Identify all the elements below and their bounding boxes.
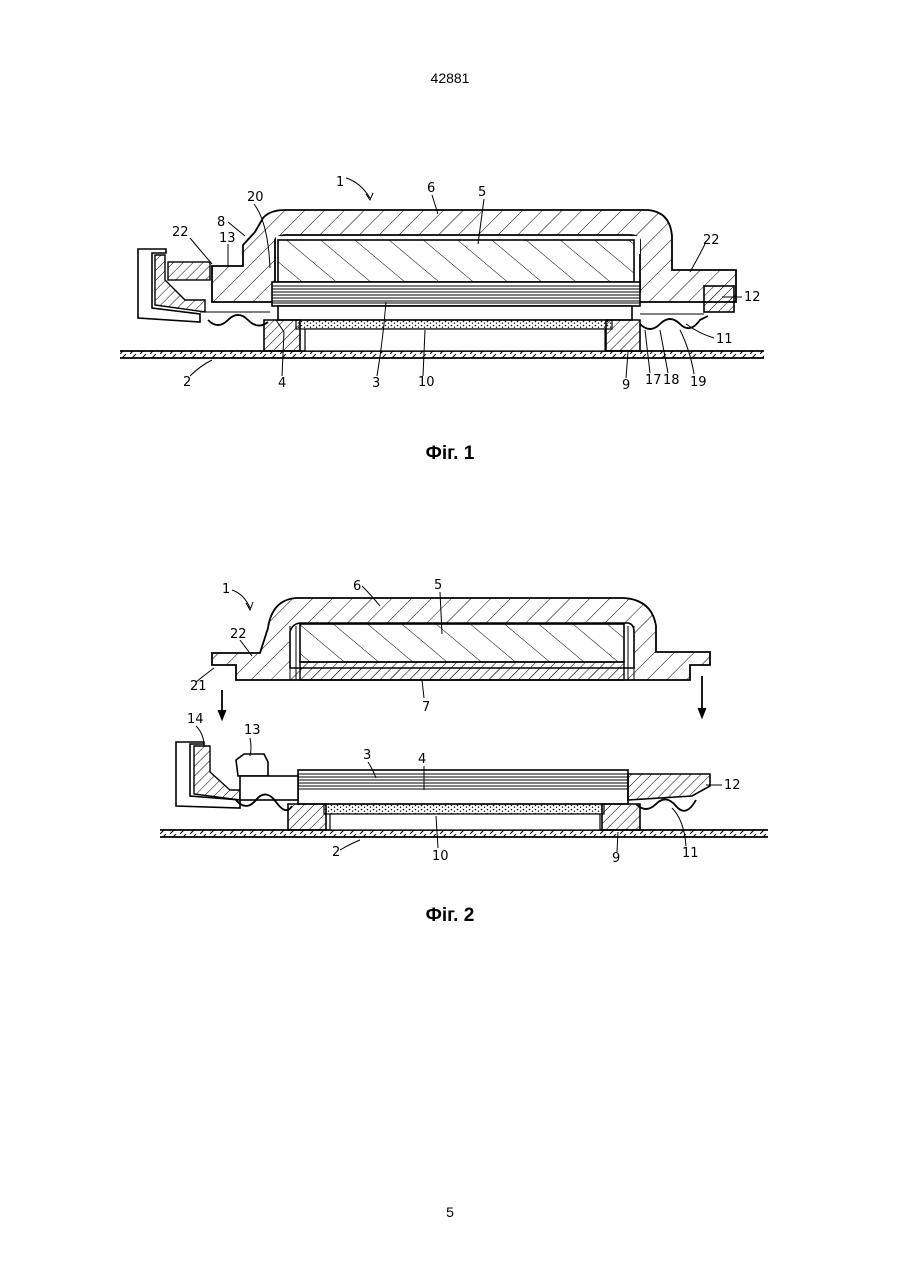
label: 13 (244, 723, 261, 738)
label: 11 (682, 846, 699, 861)
label: 22 (703, 233, 720, 248)
right-clip (704, 286, 734, 312)
seal-right (640, 316, 708, 329)
bottom-layer (300, 662, 624, 680)
label: 18 (663, 373, 680, 388)
clip (236, 754, 268, 776)
label: 10 (432, 849, 449, 864)
label: 14 (187, 712, 204, 727)
page-number: 5 (0, 1204, 900, 1220)
label: 22 (230, 627, 247, 642)
label: 13 (219, 231, 236, 246)
label: 4 (278, 376, 286, 391)
base-plate (120, 351, 764, 358)
label: 19 (690, 375, 707, 390)
adhesive-layer (296, 320, 612, 329)
support-left (288, 804, 326, 830)
label: 5 (478, 185, 486, 200)
label: 9 (622, 378, 630, 393)
base-plate (160, 830, 768, 837)
label: 7 (422, 700, 430, 715)
insert-block (278, 240, 634, 282)
plate (278, 306, 632, 320)
figure-1-caption: Фіг. 1 (0, 443, 900, 465)
label: 12 (744, 290, 761, 305)
lamination-stack (272, 282, 640, 306)
label: 21 (190, 679, 207, 694)
label: 8 (217, 215, 225, 230)
support-left (264, 320, 300, 351)
label: 11 (716, 332, 733, 347)
lamination-stack (298, 770, 628, 804)
label: 3 (372, 376, 380, 391)
seal-right (636, 799, 696, 810)
label: 10 (418, 375, 435, 390)
adhesive-layer (324, 804, 604, 814)
support-right (602, 804, 640, 830)
label: 17 (645, 373, 662, 388)
label: 22 (172, 225, 189, 240)
figure-1 (120, 210, 764, 358)
figure-2-caption: Фіг. 2 (0, 905, 900, 927)
label: 6 (353, 579, 361, 594)
label: 2 (332, 845, 340, 860)
label: 20 (247, 190, 264, 205)
support-right (606, 320, 640, 351)
right-clip (628, 774, 710, 800)
label: 1 (222, 582, 230, 597)
label: 2 (183, 375, 191, 390)
label: 4 (418, 752, 426, 767)
label: 1 (336, 175, 344, 190)
label: 5 (434, 578, 442, 593)
label: 6 (427, 181, 435, 196)
label: 12 (724, 778, 741, 793)
label: 3 (363, 748, 371, 763)
label: 9 (612, 851, 620, 866)
seal-left (208, 315, 268, 326)
figure-2 (160, 598, 768, 837)
insert-block (300, 624, 624, 662)
